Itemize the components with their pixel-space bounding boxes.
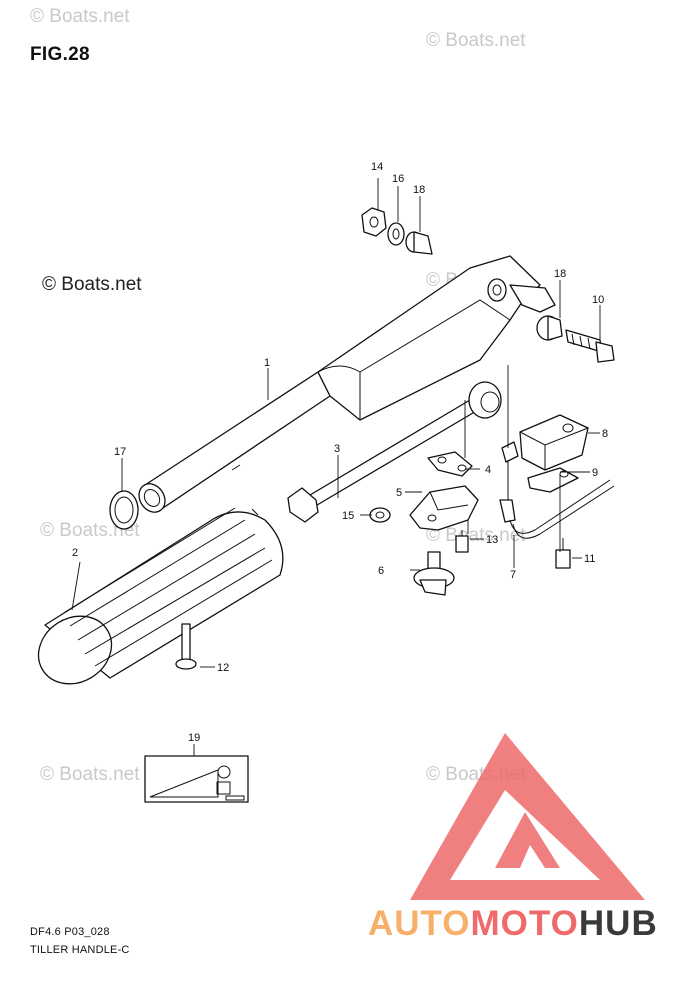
callout-15: 15 xyxy=(342,510,354,522)
warning-label xyxy=(144,755,249,803)
throttle-shaft xyxy=(287,381,502,523)
callout-10: 10 xyxy=(592,294,604,306)
watermark: © Boats.net xyxy=(40,520,140,541)
washer-15 xyxy=(369,507,391,523)
collar-18-upper xyxy=(405,231,433,255)
brand-part-auto: AUTO xyxy=(368,904,471,943)
callout-8: 8 xyxy=(602,428,608,440)
callout-18-upper: 18 xyxy=(413,184,425,196)
washer-16 xyxy=(387,222,405,246)
callout-4: 4 xyxy=(485,464,491,476)
tiller-arm xyxy=(138,255,556,513)
pivot-bolt xyxy=(413,551,455,596)
collar-18-lower xyxy=(536,315,563,341)
callout-1: 1 xyxy=(264,357,270,369)
watermark-main: © Boats.net xyxy=(42,274,142,295)
screw-12 xyxy=(175,623,197,670)
leader-lines xyxy=(71,178,601,756)
throttle-cable xyxy=(499,441,615,539)
callout-3: 3 xyxy=(334,443,340,455)
callout-16: 16 xyxy=(392,173,404,185)
watermark: © Boats.net xyxy=(40,764,140,785)
brand-wordmark: AUTOMOTOHUB xyxy=(368,904,658,944)
callout-7: 7 xyxy=(510,569,516,581)
callout-18-lower: 18 xyxy=(554,268,566,280)
brand-logo-icon xyxy=(410,733,645,900)
callout-labels: 1 2 3 4 5 6 7 8 9 10 11 12 13 14 15 16 1… xyxy=(72,161,608,744)
callout-2: 2 xyxy=(72,547,78,559)
figure-name: TILLER HANDLE-C xyxy=(30,944,130,956)
figure-code: DF4.6 P03_028 xyxy=(30,926,110,938)
watermark: © Boats.net xyxy=(426,525,526,546)
brand-part-hub: HUB xyxy=(578,904,658,943)
bolt-10 xyxy=(565,329,615,363)
watermark: © Boats.net xyxy=(30,6,130,27)
callout-5: 5 xyxy=(396,487,402,499)
callout-19: 19 xyxy=(188,732,200,744)
plate-4 xyxy=(427,451,473,477)
throttle-grip xyxy=(37,507,284,685)
screw-11 xyxy=(555,538,571,569)
callout-9: 9 xyxy=(592,467,598,479)
throttle-bracket xyxy=(409,485,479,531)
brand-part-moto: MOTO xyxy=(470,904,579,943)
callout-12: 12 xyxy=(217,662,229,674)
callout-11: 11 xyxy=(584,553,595,565)
o-ring-17 xyxy=(109,490,139,530)
cable-block xyxy=(519,414,589,471)
callout-13: 13 xyxy=(486,534,498,546)
screw-13 xyxy=(455,530,469,553)
nut-14 xyxy=(361,207,387,237)
callout-17: 17 xyxy=(114,446,126,458)
callout-6: 6 xyxy=(378,565,384,577)
figure-title: FIG.28 xyxy=(30,44,90,65)
watermark: © Boats.net xyxy=(426,30,526,51)
callout-14: 14 xyxy=(371,161,383,173)
